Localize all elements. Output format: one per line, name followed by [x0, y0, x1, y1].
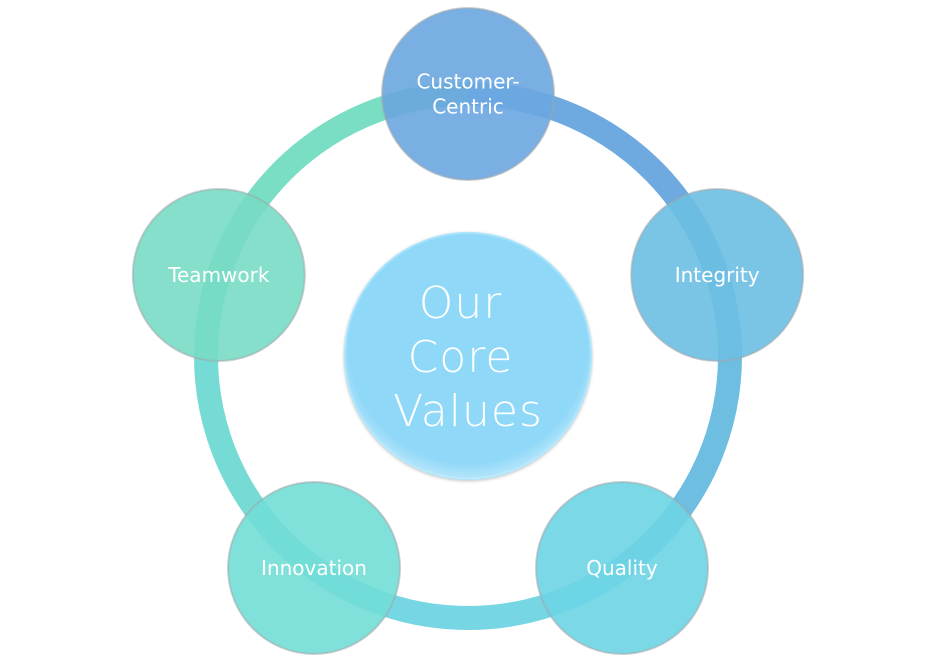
- center-title: Our Core Values: [393, 278, 543, 437]
- value-node-circle: [630, 188, 805, 363]
- value-node: Teamwork: [131, 188, 306, 363]
- value-node-label-line: Teamwork: [167, 263, 270, 287]
- value-node: Innovation: [227, 480, 402, 655]
- center-title-line: Our: [419, 278, 503, 329]
- value-node: Quality: [534, 480, 709, 655]
- value-node-label: Integrity: [675, 263, 760, 287]
- value-node-label-line: Integrity: [675, 263, 760, 287]
- center-circle-group: Our Core Values: [344, 232, 592, 480]
- value-node: Integrity: [630, 188, 805, 363]
- value-node-label-line: Innovation: [261, 556, 367, 580]
- value-node-circle: [381, 7, 555, 181]
- value-node-label-line: Quality: [586, 556, 658, 580]
- value-node-circle: [227, 480, 402, 655]
- value-node-label: Quality: [586, 556, 658, 580]
- value-node-label-line: Centric: [432, 95, 504, 119]
- value-node-label: Customer-Centric: [416, 70, 519, 119]
- value-node: Customer-Centric: [381, 7, 555, 181]
- value-node-label: Innovation: [261, 556, 367, 580]
- value-node-circle: [131, 188, 306, 363]
- center-circle-gloss: [345, 233, 591, 479]
- center-title-line: Core: [408, 332, 514, 383]
- center-title-line: Values: [393, 386, 543, 437]
- value-node-label-line: Customer-: [416, 70, 519, 94]
- value-node-label: Teamwork: [167, 263, 270, 287]
- value-node-circle: [534, 480, 709, 655]
